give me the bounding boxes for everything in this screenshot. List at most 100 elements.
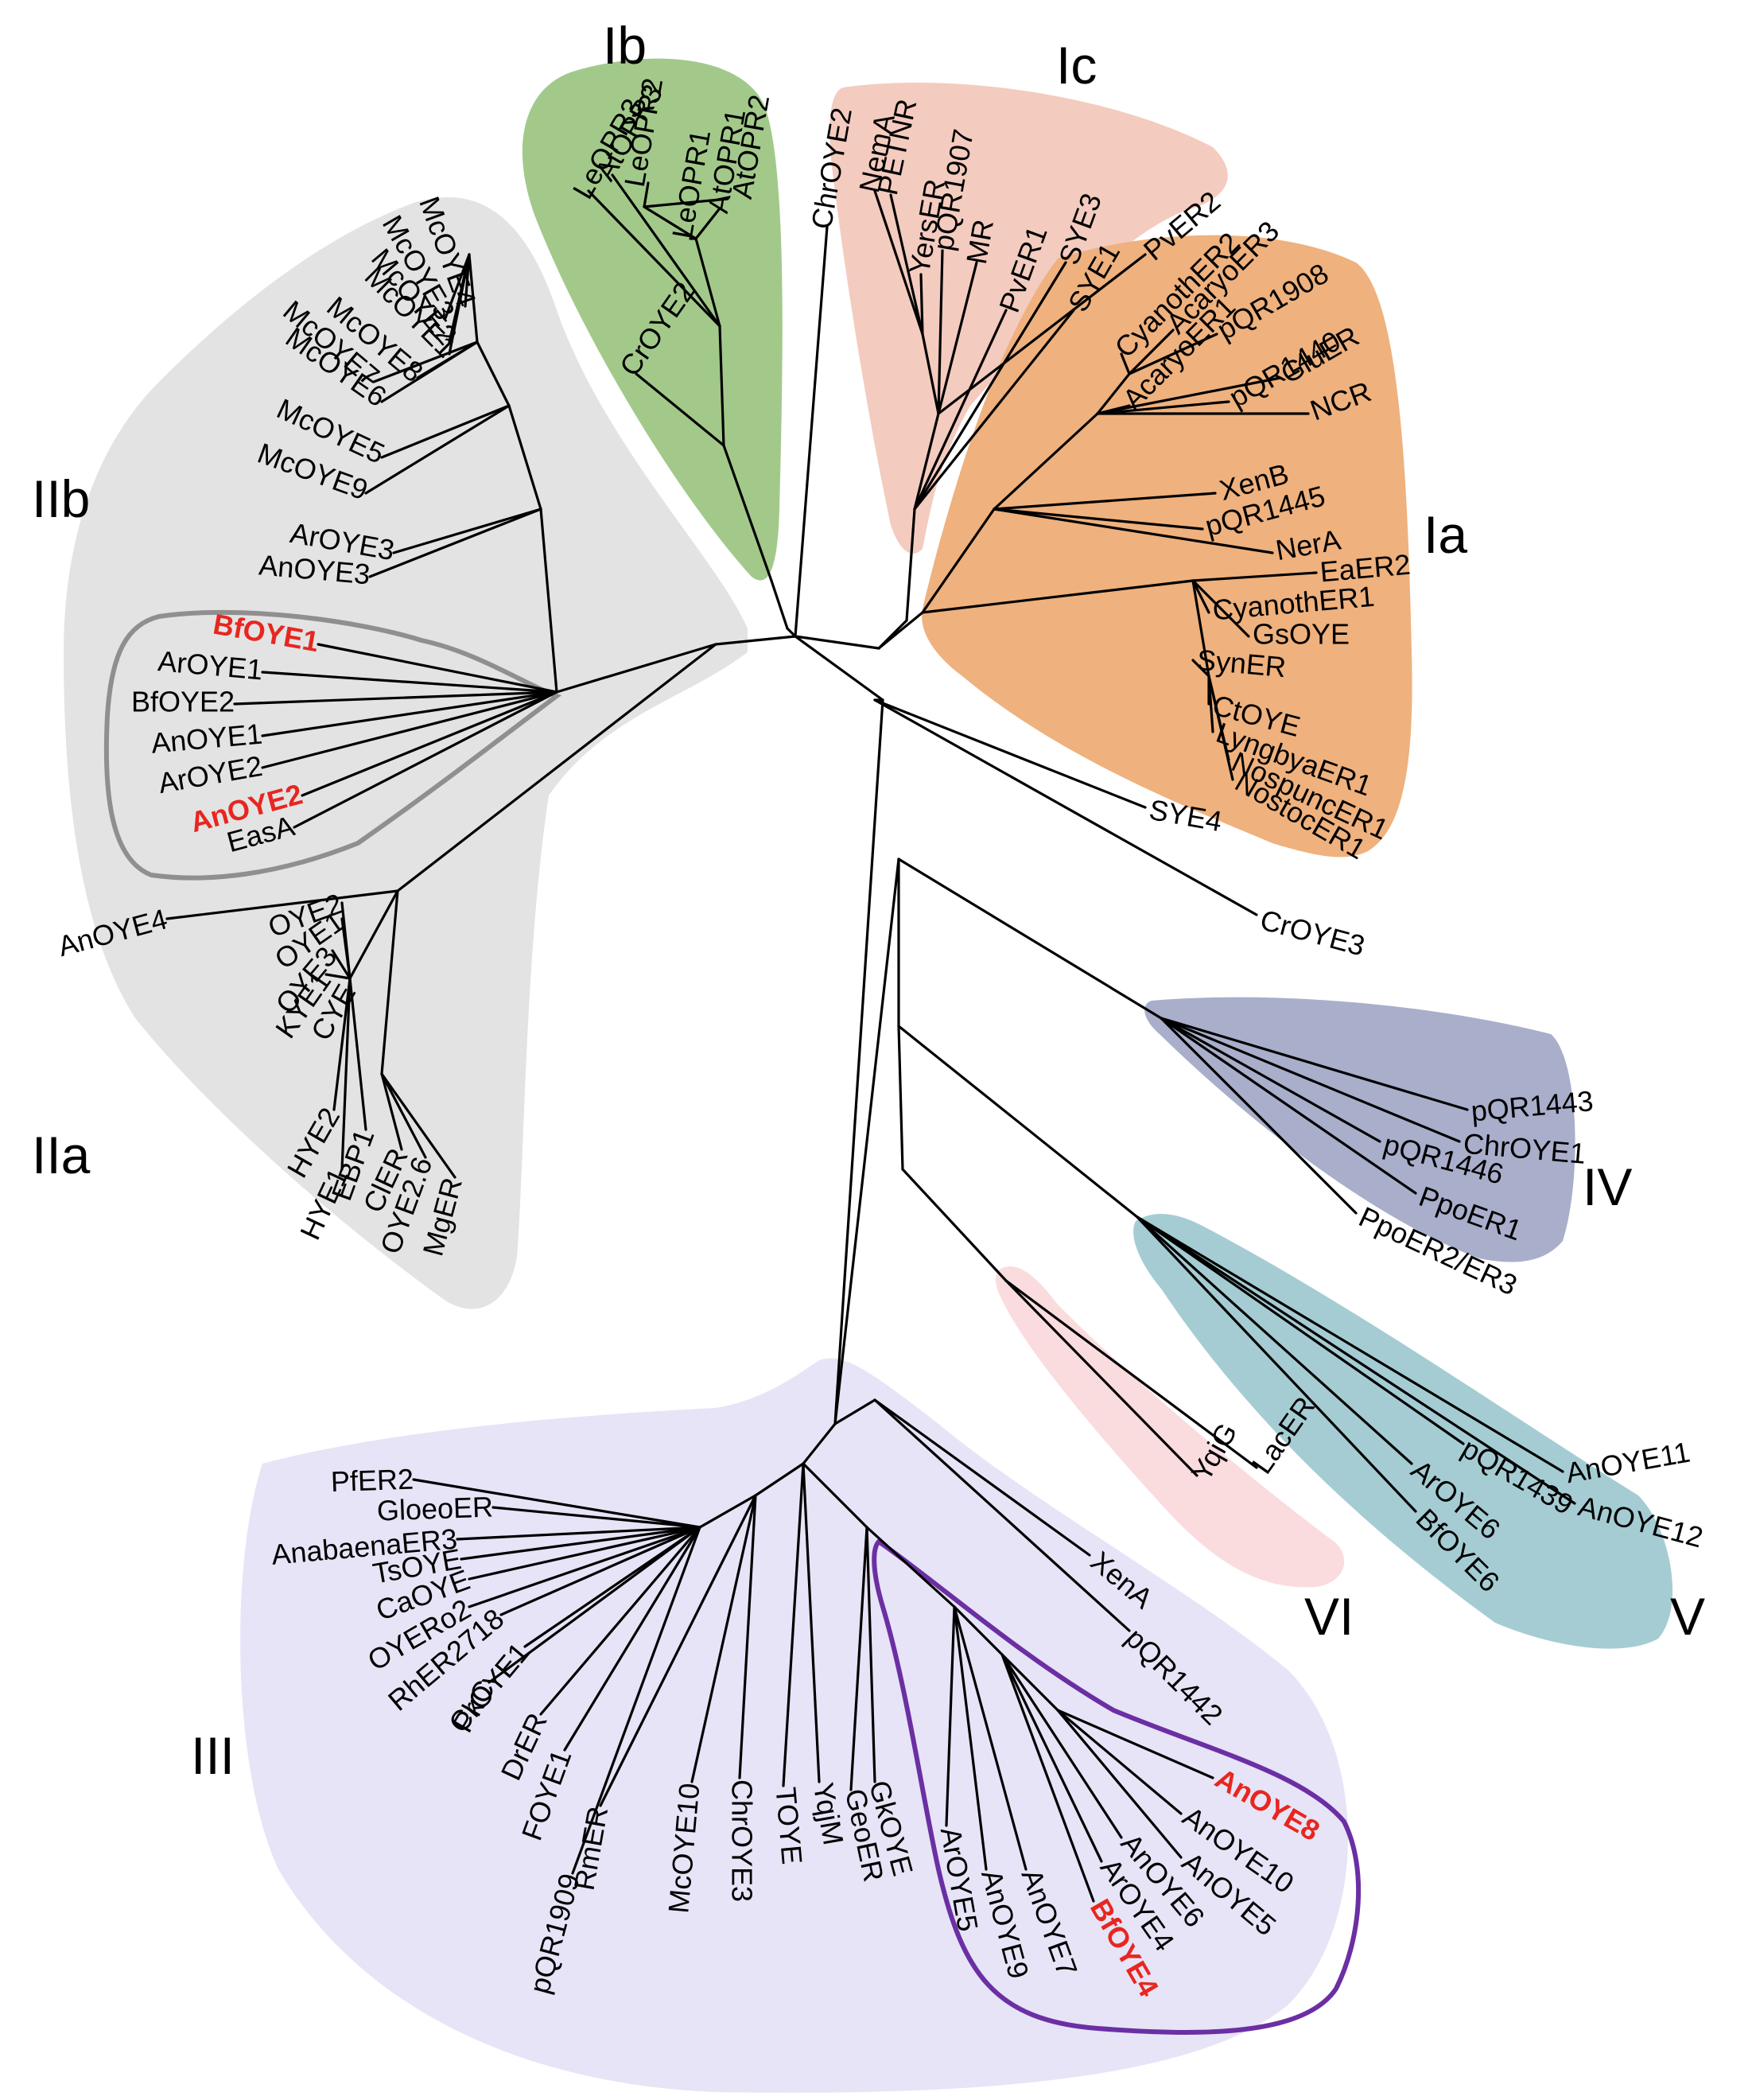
internal-branch xyxy=(714,635,797,646)
leaf-branch-pqr1446 xyxy=(1160,1017,1381,1143)
leaf-branch-pqr1445 xyxy=(993,508,1204,531)
leaf-branch-cyanother1 xyxy=(1191,579,1210,614)
leaf-branch-toye xyxy=(782,1462,805,1787)
leaf-branch-lacer xyxy=(1004,1279,1258,1469)
internal-branch xyxy=(901,1168,1008,1282)
leaf-branch-pqr1440 xyxy=(1096,400,1230,415)
leaf-branch-yqig xyxy=(1004,1279,1199,1477)
leaf-branch-cyanother2 xyxy=(1120,352,1131,375)
leaf-branch-pfer2 xyxy=(412,1478,701,1529)
internal-branch xyxy=(802,1422,837,1465)
leaf-branch-mcoye10 xyxy=(690,1494,757,1783)
leaf-branch-mcoye7 xyxy=(372,340,479,383)
leaf-branch-aroye2 xyxy=(261,690,558,769)
leaf-branch-drer xyxy=(539,1526,701,1716)
leaf-label-pfer2: PfER2 xyxy=(330,1463,414,1499)
leaf-branch-rher2718 xyxy=(499,1526,701,1616)
leaf-branch-pver2 xyxy=(937,253,1147,415)
IIb-subgroup-outline xyxy=(103,609,562,881)
clade-label-Ia: Ia xyxy=(1424,505,1467,564)
leaf-label-toye: TOYE xyxy=(770,1786,809,1866)
internal-branch xyxy=(468,253,479,344)
leaf-branch-gkoye xyxy=(865,1526,876,1783)
internal-branch xyxy=(694,237,721,328)
leaf-branch-mr xyxy=(937,261,978,415)
leaf-branch-atopr2 xyxy=(643,197,729,208)
leaf-branch-ppoer1 xyxy=(1160,1017,1417,1195)
leaf-branch-yerser xyxy=(919,273,924,336)
clade-VI-region xyxy=(996,1266,1345,1588)
internal-branch xyxy=(555,643,717,694)
internal-branch xyxy=(754,1462,805,1497)
leaf-branch-aroye1 xyxy=(261,671,558,694)
leaf-branch-oye26 xyxy=(380,1072,427,1159)
leaf-label-chroye3: ChrOYE3 xyxy=(725,1779,758,1902)
leaf-branch-geoer xyxy=(849,1526,868,1791)
leaf-branch-leopr3 xyxy=(587,189,721,328)
leaf-branch-anoye10 xyxy=(1056,1709,1183,1815)
tree-branches xyxy=(165,173,1576,1903)
leaf-branch-pqr1908 xyxy=(1128,332,1218,375)
leaf-branch-mcoye3 xyxy=(444,253,471,320)
internal-branch xyxy=(921,508,996,614)
leaf-branch-tsoye xyxy=(460,1526,701,1561)
leaf-branch-cler xyxy=(380,1072,403,1151)
leaf-branch-pqr1439 xyxy=(1136,1215,1465,1445)
leaf-branch-gloeoer xyxy=(491,1506,701,1529)
leaf-branch-chroye2 xyxy=(794,225,829,638)
leaf-branch-foye1 xyxy=(563,1526,701,1752)
leaf-branch-anoye8 xyxy=(1056,1709,1214,1779)
leaf-branch-sye4 xyxy=(873,698,1147,809)
internal-branch xyxy=(833,858,900,1425)
leaf-branch-anoye9 xyxy=(953,1605,988,1871)
leaf-branch-pqr1442 xyxy=(873,1398,1131,1632)
internal-branch xyxy=(643,205,697,240)
leaf-label-syner: SynER xyxy=(1195,644,1287,684)
leaf-branch-aroye3 xyxy=(392,508,542,554)
internal-branch xyxy=(722,444,773,582)
leaf-branch-chroye1 xyxy=(1160,1017,1461,1143)
leaf-branch-aroye5 xyxy=(945,1605,956,1827)
leaf-label-gloeoer: GloeoER xyxy=(376,1491,493,1527)
leaf-branch-nema xyxy=(873,189,924,336)
leaf-branch-oye2 xyxy=(340,901,352,980)
leaf-branch-mger xyxy=(380,1072,456,1179)
leaf-branch-pqr1907 xyxy=(937,249,944,415)
leaf-branch-xena xyxy=(873,1398,1091,1557)
leaf-branch-anoye2 xyxy=(301,690,558,797)
leaf-branch-mcoye9 xyxy=(364,404,511,495)
leaf-branch-chroye3 xyxy=(738,1494,757,1779)
leaf-label-gsoye: GsOYE xyxy=(1253,618,1350,651)
internal-branch xyxy=(897,1025,904,1171)
internal-branch xyxy=(1000,1653,1059,1712)
leaf-branch-aroye4 xyxy=(1000,1653,1103,1863)
internal-branch xyxy=(833,698,884,1425)
internal-branch xyxy=(993,412,1099,511)
leaf-branch-gsoye xyxy=(1191,579,1250,638)
leaf-branch-sye1 xyxy=(913,309,1075,511)
leaf-branch-bfoye4 xyxy=(1000,1653,1095,1903)
clade-label-V: V xyxy=(1670,1587,1705,1646)
leaf-label-mr: MR xyxy=(960,217,1000,266)
leaf-branch-mcoye8 xyxy=(416,340,479,379)
leaf-branch-yqjm xyxy=(802,1462,821,1783)
clade-label-III: III xyxy=(191,1726,235,1785)
leaf-branch-eaer2 xyxy=(1191,571,1318,582)
leaf-branch-lyngbyaer1 xyxy=(1207,675,1214,733)
internal-branch xyxy=(507,404,542,511)
leaf-branch-oye3 xyxy=(331,949,352,980)
leaf-branch-aroye6 xyxy=(1136,1215,1413,1465)
leaf-branch-pkc xyxy=(488,1526,701,1684)
leaf-branch-anoye4 xyxy=(165,889,399,920)
internal-branch xyxy=(921,579,1195,614)
internal-branch xyxy=(865,1526,956,1608)
leaf-branch-ebp1 xyxy=(348,977,367,1131)
internal-branch xyxy=(1096,372,1131,415)
internal-branch xyxy=(539,508,558,694)
III-subgroup-outline xyxy=(872,1538,1362,2035)
internal-branch xyxy=(877,611,924,650)
leaf-label-croye3: CrOYE3 xyxy=(1257,903,1368,962)
leaf-branch-mcoye4 xyxy=(464,253,471,308)
leaf-branch-anoye5 xyxy=(1056,1709,1183,1859)
